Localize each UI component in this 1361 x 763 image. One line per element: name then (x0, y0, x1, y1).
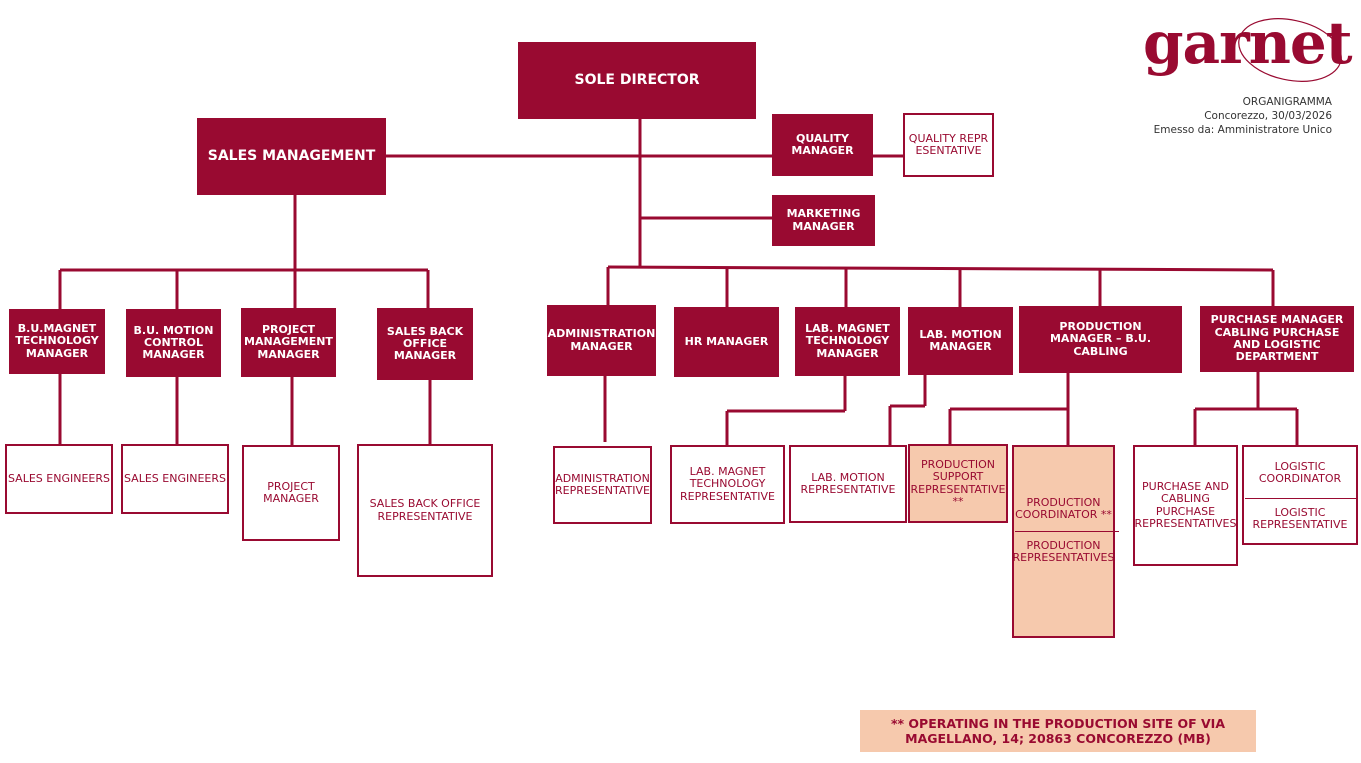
node-bu-magnet-manager: B.U.MAGNET TECHNOLOGY MANAGER (9, 309, 105, 374)
node-quality-manager: QUALITY MANAGER (772, 114, 873, 176)
node-logistic-coordinator: LOGISTIC COORDINATOR (1242, 445, 1358, 545)
footnote: ** OPERATING IN THE PRODUCTION SITE OF V… (860, 710, 1256, 752)
node-marketing-manager: MARKETING MANAGER (772, 195, 875, 246)
node-purchase-manager: PURCHASE MANAGER CABLING PURCHASE AND LO… (1200, 306, 1354, 372)
node-lab-motion-rep: LAB. MOTION REPRESENTATIVE (789, 445, 907, 523)
node-sales-management: SALES MANAGEMENT (197, 118, 386, 195)
node-sales-engineers-1: SALES ENGINEERS (5, 444, 113, 514)
node-production-support-rep: PRODUCTION SUPPORT REPRESENTATIVE ** (908, 444, 1008, 523)
document-date: Concorezzo, 30/03/2026 (1204, 110, 1332, 122)
node-bu-motion-manager: B.U. MOTION CONTROL MANAGER (126, 309, 221, 377)
node-sales-back-office-manager: SALES BACK OFFICE MANAGER (377, 308, 473, 380)
company-logo: garnet (1143, 9, 1353, 77)
node-quality-representative: QUALITY REPRESENTATIVE (903, 113, 994, 177)
divider-line (1015, 531, 1119, 532)
node-hr-manager: HR MANAGER (674, 307, 779, 377)
node-sales-back-office-rep: SALES BACK OFFICE REPRESENTATIVE (357, 444, 493, 577)
node-lab-magnet-manager: LAB. MAGNET TECHNOLOGY MANAGER (795, 307, 900, 376)
node-project-management-manager: PROJECT MANAGEMENT MANAGER (241, 308, 336, 377)
node-project-manager: PROJECT MANAGER (242, 445, 340, 541)
node-administration-rep: ADMINISTRATION REPRESENTATIVE (553, 446, 652, 524)
node-production-representatives: PRODUCTION REPRESENTATIVES (1012, 538, 1115, 564)
document-issuer: Emesso da: Amministratore Unico (1153, 124, 1332, 136)
node-administration-manager: ADMINISTRATION MANAGER (547, 305, 656, 376)
node-sole-director: SOLE DIRECTOR (518, 42, 756, 119)
divider-line (1245, 498, 1357, 499)
node-production-coordinator: PRODUCTION COORDINATOR ** (1012, 445, 1115, 638)
document-title: ORGANIGRAMMA (1242, 96, 1332, 108)
node-sales-engineers-2: SALES ENGINEERS (121, 444, 229, 514)
node-production-manager: PRODUCTION MANAGER – B.U. CABLING (1019, 306, 1182, 373)
node-lab-magnet-rep: LAB. MAGNET TECHNOLOGY REPRESENTATIVE (670, 445, 785, 524)
node-lab-motion-manager: LAB. MOTION MANAGER (908, 307, 1013, 375)
node-purchase-cabling-rep: PURCHASE AND CABLING PURCHASE REPRESENTA… (1133, 445, 1238, 566)
logo-swoosh (1238, 18, 1342, 82)
node-logistic-representative: LOGISTIC REPRESENTATIVE (1252, 505, 1348, 531)
